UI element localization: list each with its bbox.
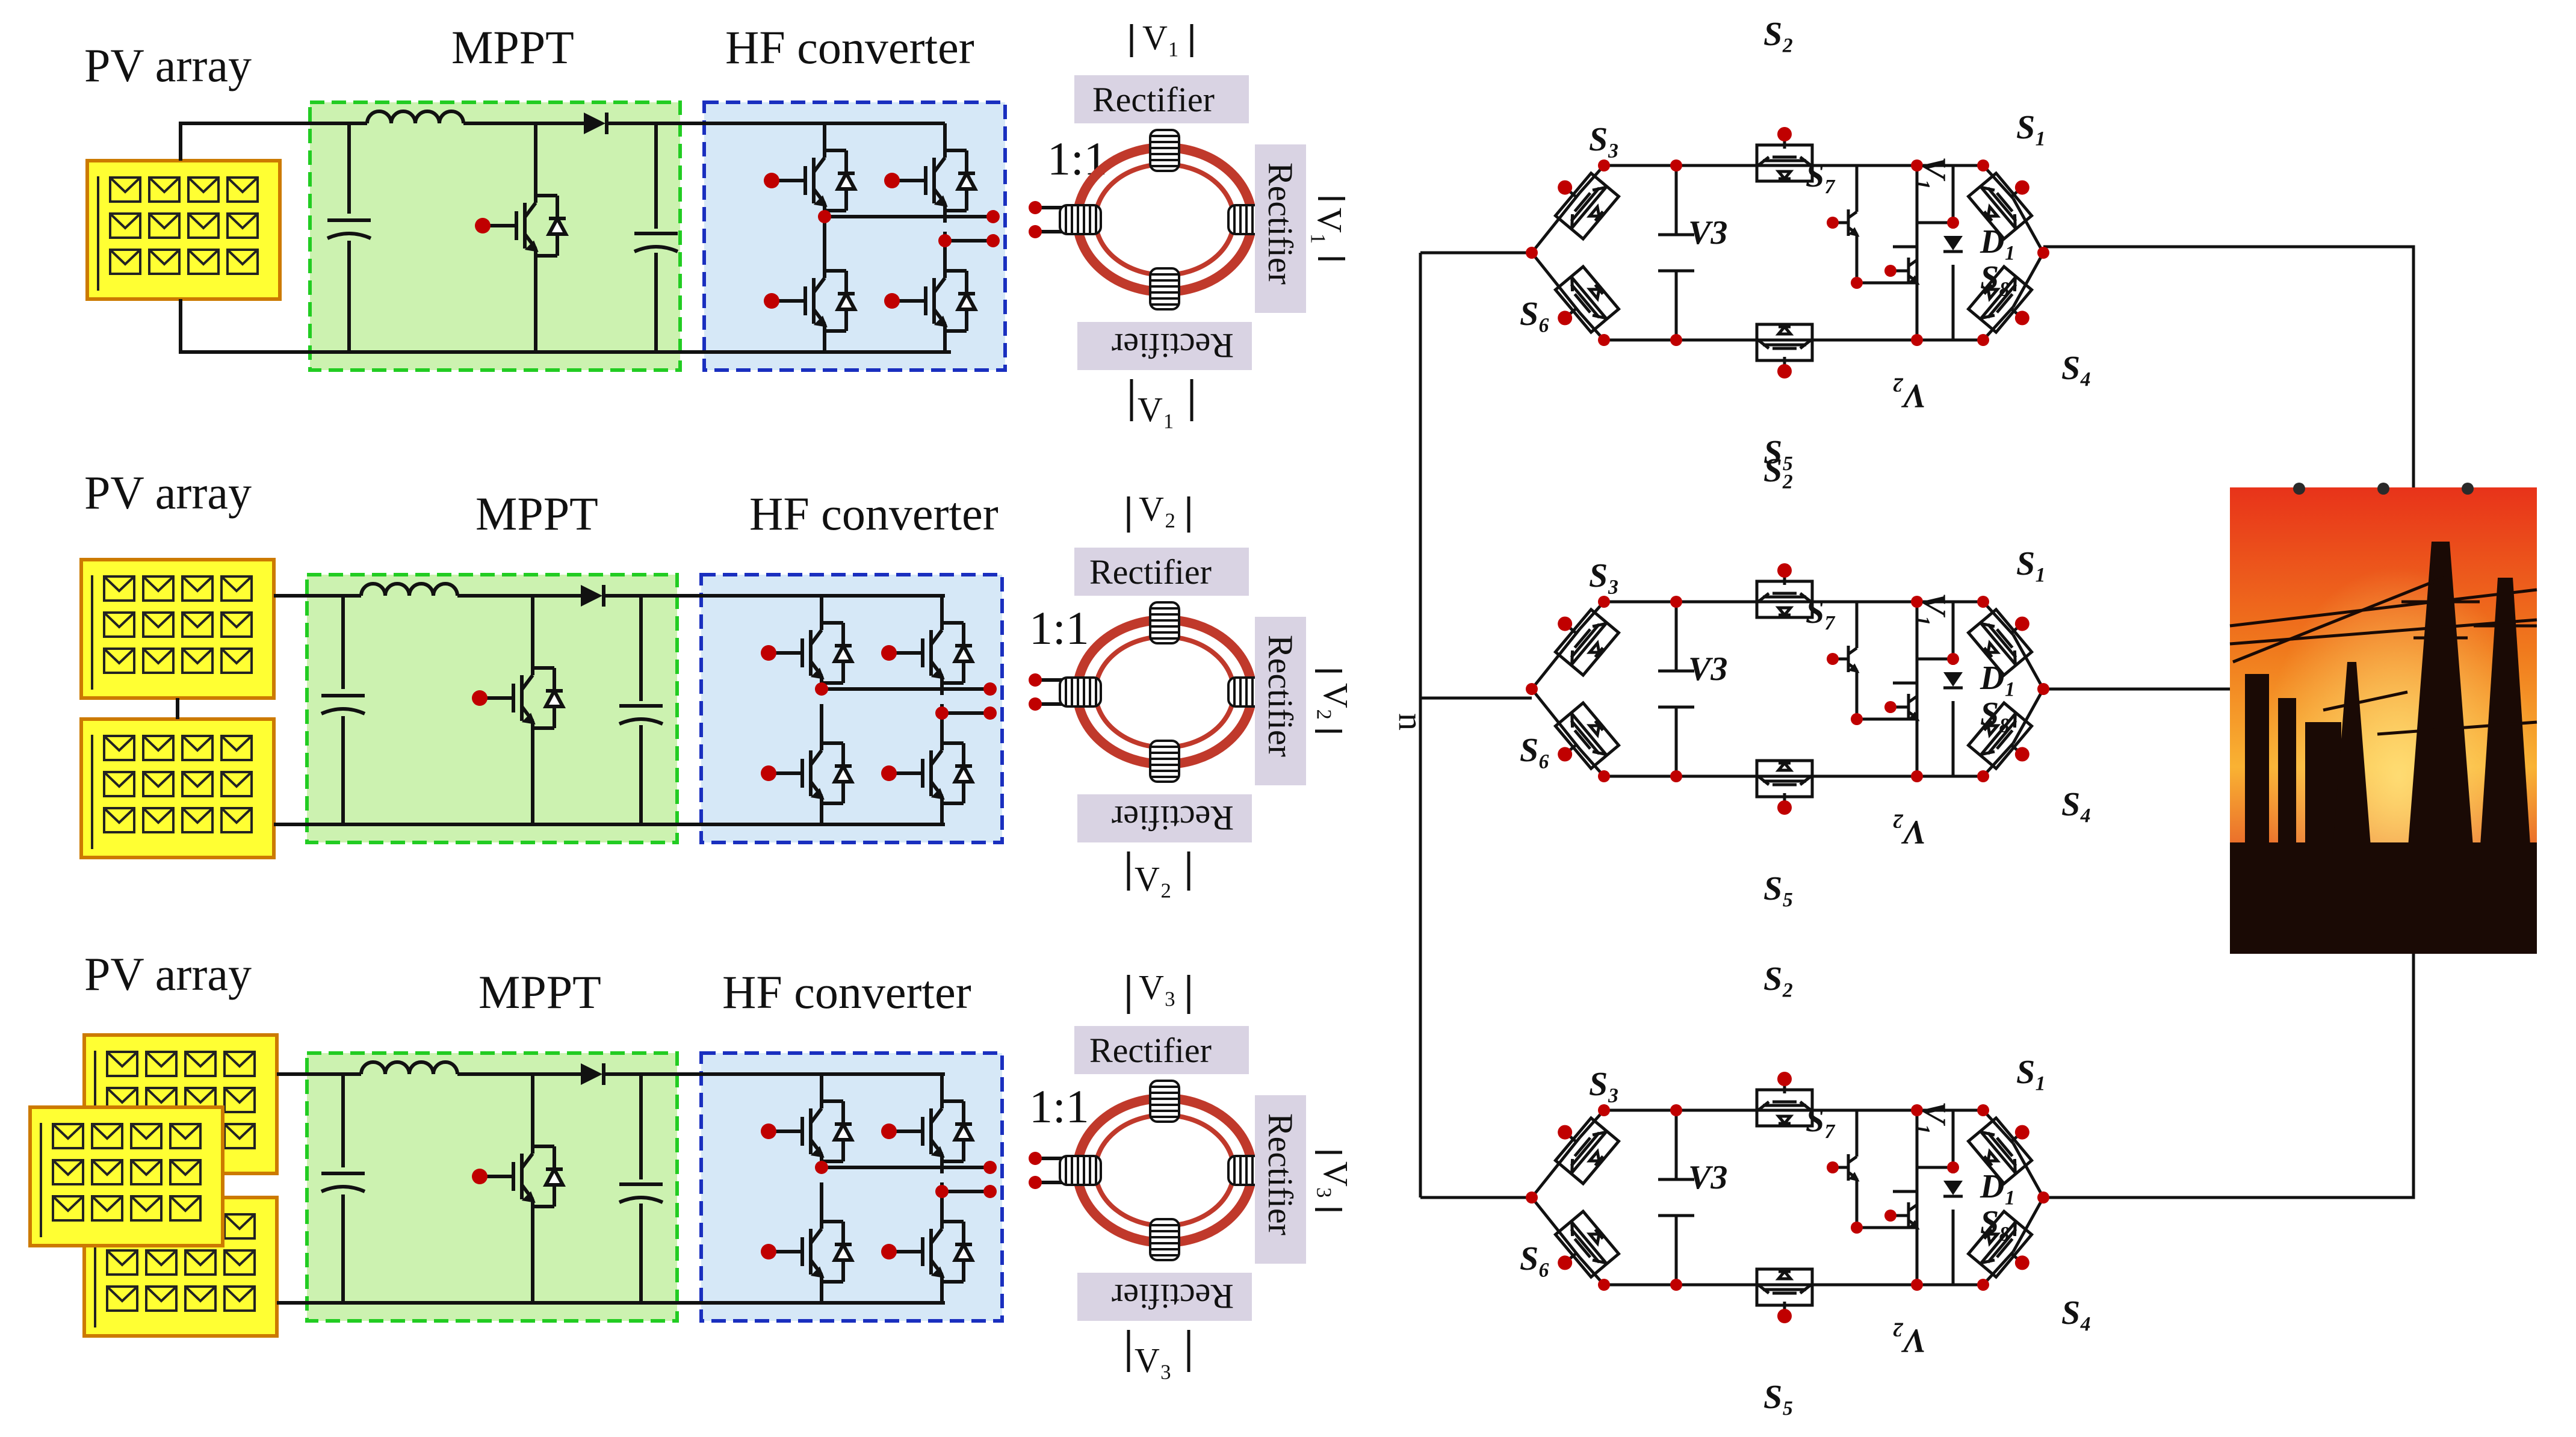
s1-label: S₁ [2016,109,2047,146]
s2-label: S₂ [1763,16,1794,53]
s4-label: S₄ [2061,1294,2092,1332]
s4-label: S₄ [2061,350,2092,387]
rectifier-top-box [1074,1026,1249,1074]
rectifier-top-box [1074,548,1249,596]
v2-label: V₂ [1892,1322,1926,1359]
voltage-bottom-label: V₁ [1138,390,1175,429]
s1-label: S₁ [2016,545,2047,583]
v1-label: V₁ [1915,156,1952,191]
v1-label: V₁ [1915,1101,1952,1136]
rectifier-right-box [1255,617,1306,785]
s5-label: S₅ [1763,1379,1794,1416]
v3-label: V3 [1688,1159,1727,1196]
rectifier-top-label: Rectifier [1089,552,1212,592]
rectifier-right-label: Rectifier [1261,1113,1300,1235]
rectifier-bottom-label: Rectifier [1112,326,1234,365]
mppt-box [305,1051,679,1323]
hf-converter-box [699,1051,1004,1323]
turns-ratio: 1:1 [1029,602,1089,654]
inverter-unit-1: S₃ S₆ S₂ S₅ S₁ S₄ S₇ S₈ D₁ V3 V₁ V₂ [1520,16,2092,471]
mppt-label: MPPT [478,966,601,1018]
pv-panel-icon [81,719,274,858]
hf-converter-box [699,573,1004,844]
d1-label: D₁ [1980,1168,2016,1205]
mppt-box [305,573,679,844]
rectifier-right-box [1255,144,1306,313]
hf-converter-label: HF converter [749,487,999,540]
hf-transformer [1029,601,1271,783]
hf-transformer [1029,129,1271,311]
s5-label: S₅ [1763,870,1794,907]
d1-label: D₁ [1980,223,2016,261]
inverter-unit-2: S₃ S₆ S₂ S₅ S₁ S₄ S₇ S₈ D₁ V3 V₁ V₂ [1520,452,2092,907]
rectifier-right-label: Rectifier [1261,162,1300,285]
rectifier-bottom-label: Rectifier [1112,1277,1234,1316]
s7-label: S₇ [1806,1102,1836,1139]
rectifier-right-box [1255,1095,1306,1264]
s4-label: S₄ [2061,786,2092,823]
rectifier-bottom-box [1077,794,1252,842]
voltage-top-label: V₁ [1142,18,1180,57]
hf-converter-label: HF converter [722,966,971,1018]
v2-label: V₂ [1892,814,1926,851]
rectifier-top-label: Rectifier [1089,1031,1212,1070]
stage-2: PV array MPPT HF converter [81,466,1355,898]
s3-label: S₃ [1589,1066,1620,1103]
v3-label: V3 [1688,214,1727,252]
stage-3: PV array MPPT HF converter [30,948,1355,1380]
pv-array-label: PV array [84,948,252,1000]
pv-array-label: PV array [84,466,252,519]
voltage-right-label: V₃ [1316,1161,1355,1199]
hf-transformer [1029,1080,1271,1261]
v2-label: V₂ [1892,377,1926,415]
stage-1: PV array MPPT HF converter [84,18,1349,429]
s6-label: S₆ [1520,732,1550,769]
pv-array-label: PV array [84,39,252,91]
voltage-right-label: V₁ [1310,208,1349,245]
s1-label: S₁ [2016,1054,2047,1091]
s7-label: S₇ [1806,157,1836,194]
neutral-label: n [1392,713,1431,731]
s6-label: S₆ [1520,295,1550,333]
s8-label: S₈ [1980,1204,2011,1241]
hf-converter-label: HF converter [725,21,974,73]
rectifier-right-label: Rectifier [1261,635,1300,757]
turns-ratio: 1:1 [1029,1080,1089,1133]
v3-label: V3 [1688,651,1727,688]
voltage-bottom-label: V₃ [1135,1341,1172,1380]
hf-converter-box [702,100,1007,372]
rectifier-top-label: Rectifier [1092,80,1215,119]
s3-label: S₃ [1589,121,1620,158]
rectifier-bottom-label: Rectifier [1112,799,1234,838]
rectifier-bottom-box [1077,1273,1252,1321]
d1-label: D₁ [1980,660,2016,697]
rectifier-bottom-box [1077,322,1252,370]
mppt-label: MPPT [475,487,598,540]
pv-panel-icon [81,560,274,698]
s8-label: S₈ [1980,259,2011,297]
s7-label: S₇ [1806,593,1836,631]
pv-panel-icon [30,1107,223,1246]
rectifier-top-box [1074,75,1249,123]
s6-label: S₆ [1520,1240,1550,1278]
voltage-bottom-label: V₂ [1135,859,1172,898]
inverter-unit-3: S₃ S₆ S₂ S₅ S₁ S₄ S₇ S₈ D₁ V3 V₁ V₂ [1520,960,2092,1416]
voltage-top-label: V₃ [1139,968,1176,1007]
s5-label: S₅ [1763,434,1794,471]
s3-label: S₃ [1589,557,1620,595]
voltage-top-label: V₂ [1139,489,1176,528]
mppt-label: MPPT [451,21,574,73]
cascaded-inverter: n S₃ S₆ S₂ S₅ S₁ S₄ S₇ S₈ D₁ V3 V₁ V₂ S₃… [1392,16,2415,1416]
s8-label: S₈ [1980,696,2011,733]
s2-label: S₂ [1763,452,1794,489]
power-grid-photo [2229,483,2537,954]
mppt-box [308,100,682,372]
voltage-right-label: V₂ [1316,683,1355,720]
pv-panel-icon [87,161,280,299]
s2-label: S₂ [1763,960,1794,998]
v1-label: V₁ [1915,593,1952,627]
